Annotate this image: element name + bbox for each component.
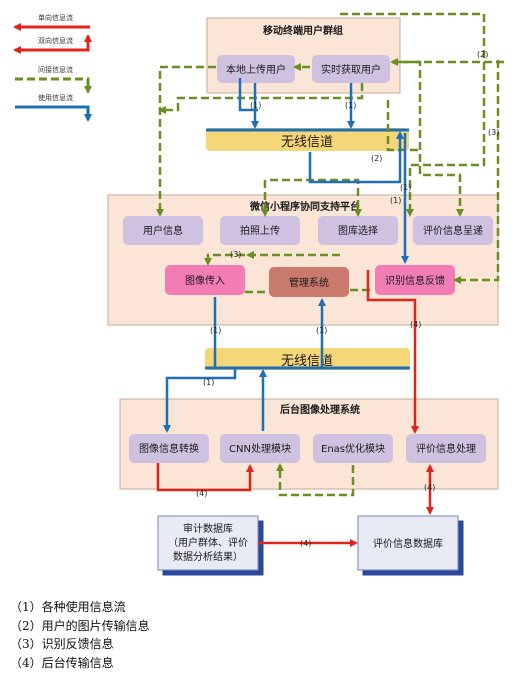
- flow-label-2b: (2): [371, 154, 382, 163]
- flow-label-4d: (4): [300, 539, 311, 548]
- top-channel-label: 无线信道: [281, 135, 333, 150]
- local-upload-label: 本地上传用户: [226, 63, 286, 76]
- eval-present-node: [413, 216, 493, 245]
- legend: 单向信息流 双向信息流 间接信息流 使用信息流: [13, 13, 92, 122]
- realtime-user-node: [312, 55, 390, 83]
- eval-db-node: [357, 515, 459, 571]
- flow-realtime-to-eval: [392, 60, 464, 217]
- flow-label-3a: (3): [488, 128, 499, 137]
- gallery-select-label: 图库选择: [338, 224, 378, 237]
- audit-db-label-2: （用户群体、评价: [168, 536, 248, 549]
- mobile-group-title: 移动终端用户群组: [263, 24, 343, 37]
- eval-process-node: [406, 434, 486, 463]
- cnn-label: CNN处理模块: [229, 443, 291, 455]
- middle-channel: [205, 348, 410, 370]
- legend-indirect-label: 间接信息流: [38, 65, 73, 74]
- user-info-node: [123, 216, 203, 245]
- enas-label: Enas优化模块: [321, 442, 385, 455]
- note-1: （1）各种使用信息流: [10, 600, 126, 614]
- flow-labels: (1) (1) (2) (2) (3) (3) (1) (1) (1) (1) …: [196, 50, 499, 548]
- flow-label-4c: (4): [424, 483, 435, 492]
- img-convert-node: [129, 434, 209, 463]
- legend-usage-arrow: [15, 105, 92, 122]
- flow-label-1b: (1): [345, 101, 356, 110]
- flow-label-4b: (4): [196, 489, 207, 498]
- flow-top-loop-2: [340, 12, 486, 217]
- mgmt-label: 管理系统: [289, 276, 329, 289]
- flow-label-1d: (1): [390, 196, 401, 205]
- flow-label-1e: (1): [210, 326, 221, 335]
- image-in-node: [165, 265, 245, 295]
- flow-label-4a: (4): [410, 320, 421, 329]
- top-channel: [206, 128, 409, 151]
- flow-label-2a: (2): [477, 50, 488, 59]
- flow-local-loop: [238, 78, 258, 112]
- legend-two-way-label: 双向信息流: [38, 36, 73, 45]
- legend-usage-label: 使用信息流: [38, 93, 73, 102]
- audit-db-label-1: 审计数据库: [183, 522, 233, 535]
- flow-feedback-loop-3: [453, 60, 500, 284]
- backend-group-title: 后台图像处理系统: [280, 403, 360, 416]
- usage-flows: [163, 78, 409, 433]
- flow-convert-to-cnn: [156, 463, 254, 492]
- indirect-flows: [156, 12, 504, 497]
- img-convert-label: 图像信息转换: [139, 442, 199, 455]
- legend-indirect-arrow: [15, 77, 92, 94]
- gallery-select-node: [318, 216, 398, 245]
- eval-present-label: 评价信息呈递: [423, 224, 483, 237]
- audit-db-label-3: 数据分析结果）: [173, 550, 243, 563]
- user-info-label: 用户信息: [143, 224, 183, 237]
- eval-process-label: 评价信息处理: [416, 442, 476, 455]
- flow-local-to-user-info: [156, 65, 216, 217]
- flow-label-1f: (1): [316, 326, 327, 335]
- platform-group: [107, 194, 499, 326]
- flow-photo-to-image-in: [204, 253, 245, 266]
- flow-label-1a: (1): [250, 101, 261, 110]
- recog-feedback-label: 识别信息反馈: [385, 274, 445, 287]
- recog-feedback-node: [375, 265, 455, 295]
- note-2: （2）用户的图片传输信息: [10, 618, 150, 633]
- note-3: （3）识别反馈信息: [10, 637, 114, 651]
- flow-label-1g: (1): [203, 378, 214, 387]
- local-upload-node: [217, 55, 295, 83]
- platform-group-title: 微信小程序协同支持平台: [249, 200, 360, 213]
- flow-channel-to-convert: [163, 368, 237, 433]
- mgmt-node: [269, 267, 349, 297]
- photo-upload-node: [220, 216, 300, 245]
- flow-label-3b: (3): [230, 250, 241, 259]
- notes: （1）各种使用信息流 （2）用户的图片传输信息 （3）识别反馈信息 （4）后台传…: [10, 598, 150, 672]
- legend-one-way-label: 单向信息流: [38, 13, 73, 22]
- flow-enas-to-cnn: [276, 463, 355, 497]
- flow-feedback-to-eval-process: [366, 270, 419, 434]
- audit-db-node: [157, 515, 259, 571]
- flow-channel-side: [386, 100, 420, 152]
- middle-channel-label: 无线信道: [281, 354, 333, 369]
- red-flows: [156, 270, 434, 547]
- image-in-label: 图像传入: [185, 275, 225, 287]
- flow-label-1c: (1): [400, 183, 411, 192]
- note-4: （4）后台传输信息: [10, 655, 114, 670]
- flow-channel-to-gallery: [270, 178, 362, 217]
- enas-node: [313, 434, 393, 463]
- legend-two-way-arrow: [13, 34, 92, 54]
- eval-db-label: 评价信息数据库: [373, 537, 443, 550]
- flow-platform-to-channel: [308, 131, 404, 184]
- photo-upload-label: 拍照上传: [240, 224, 280, 237]
- cnn-node: [220, 434, 300, 463]
- realtime-user-label: 实时获取用户: [321, 63, 381, 76]
- flow-realtime-to-left: [158, 83, 364, 114]
